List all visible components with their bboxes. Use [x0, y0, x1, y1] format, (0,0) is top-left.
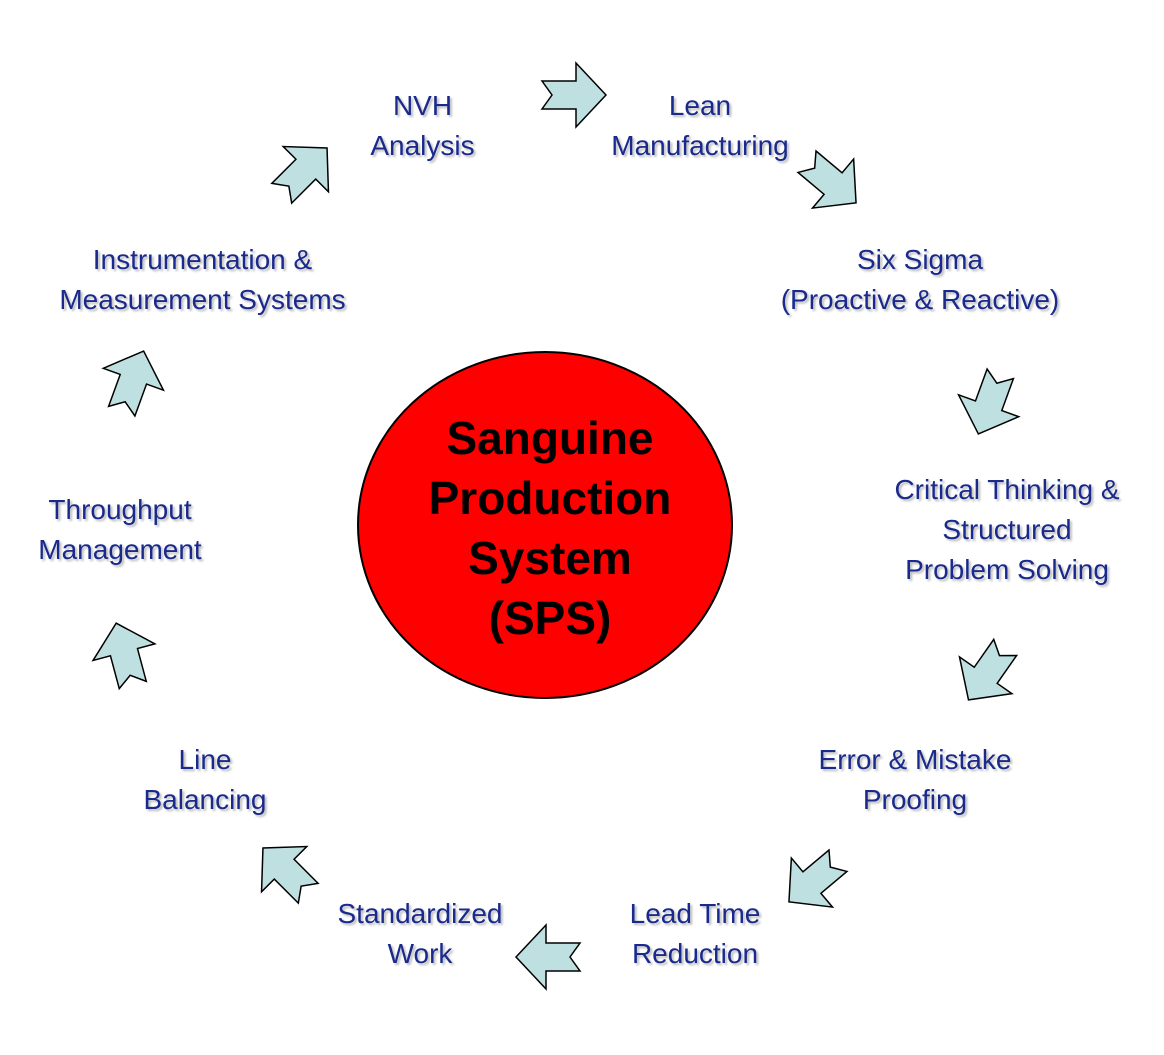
step-label-line: Proofing — [862, 784, 968, 815]
center-circle — [357, 351, 733, 699]
cycle-arrow-icon — [91, 622, 157, 691]
center-title: Sanguine Production System (SPS) — [380, 408, 720, 648]
cycle-arrow-icon — [260, 845, 320, 905]
step-standardized-work: Standardized Work — [315, 894, 525, 974]
step-label-line: (Proactive & Reactive) — [780, 284, 1060, 315]
step-label-line: Critical Thinking & — [894, 474, 1120, 505]
step-label-line: Problem Solving — [905, 554, 1109, 585]
step-label-line: Work — [387, 938, 453, 969]
cycle-arrow-icon — [957, 367, 1021, 435]
step-label-line: Standardized — [337, 898, 503, 929]
arrows-group — [91, 61, 1021, 991]
cycle-arrow-icon — [796, 149, 857, 210]
step-label-line: Lean — [668, 90, 732, 121]
cycle-arrow-icon — [514, 923, 582, 991]
cycle-arrow-icon — [101, 350, 165, 418]
step-label-line: Instrumentation & — [92, 244, 313, 275]
step-label-line: Error & Mistake — [818, 744, 1012, 775]
step-label-line: Manufacturing — [611, 130, 789, 161]
step-line-balancing: Line Balancing — [120, 740, 290, 820]
step-label-line: Balancing — [143, 784, 267, 815]
step-label-line: NVH — [392, 90, 453, 121]
cycle-arrow-icon — [788, 848, 849, 909]
step-error-mistake-proofing: Error & Mistake Proofing — [790, 740, 1040, 820]
step-lead-time-reduction: Lead Time Reduction — [600, 894, 790, 974]
cycle-arrow-icon — [958, 637, 1019, 701]
step-label-line: Reduction — [631, 938, 759, 969]
center-title-line: (SPS) — [488, 592, 612, 644]
center-title-line: Sanguine — [446, 412, 654, 464]
center-title-line: System — [468, 532, 632, 584]
step-label-line: Lead Time — [629, 898, 761, 929]
step-six-sigma: Six Sigma (Proactive & Reactive) — [750, 240, 1090, 320]
step-label-line: Analysis — [370, 130, 475, 161]
step-nvh-analysis: NVH Analysis — [345, 86, 500, 166]
step-label-line: Throughput — [48, 494, 192, 525]
cycle-arrow-icon — [540, 61, 608, 129]
step-label-line: Management — [38, 534, 202, 565]
step-label-line: Line — [178, 744, 232, 775]
step-critical-thinking: Critical Thinking & Structured Problem S… — [862, 470, 1152, 590]
cycle-arrow-icon — [270, 145, 330, 205]
step-lean-manufacturing: Lean Manufacturing — [590, 86, 810, 166]
step-instrumentation-measurement: Instrumentation & Measurement Systems — [25, 240, 380, 320]
step-throughput-management: Throughput Management — [15, 490, 225, 570]
step-label-line: Structured — [942, 514, 1072, 545]
center-title-line: Production — [428, 472, 672, 524]
step-label-line: Measurement Systems — [59, 284, 346, 315]
step-label-line: Six Sigma — [856, 244, 984, 275]
